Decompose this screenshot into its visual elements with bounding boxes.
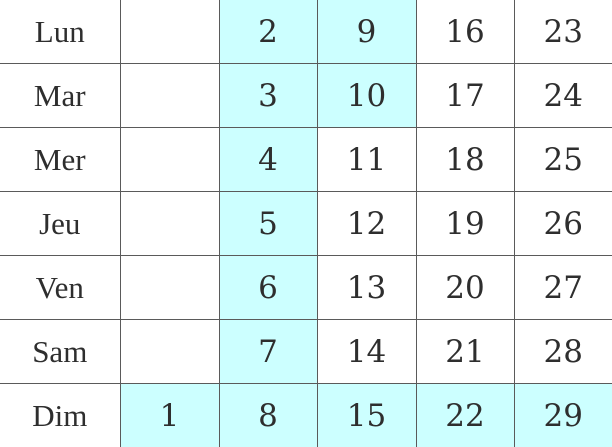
date-cell: 22	[416, 384, 514, 447]
date-cell: 23	[514, 0, 612, 64]
empty-cell	[120, 256, 219, 320]
date-cell: 28	[514, 320, 612, 384]
date-cell: 18	[416, 128, 514, 192]
date-cell: 14	[317, 320, 416, 384]
weekday-label: Jeu	[0, 192, 120, 256]
date-cell: 11	[317, 128, 416, 192]
empty-cell	[120, 192, 219, 256]
date-cell: 19	[416, 192, 514, 256]
date-cell: 17	[416, 64, 514, 128]
weekday-label: Ven	[0, 256, 120, 320]
empty-cell	[120, 0, 219, 64]
date-cell: 7	[219, 320, 317, 384]
date-cell: 2	[219, 0, 317, 64]
date-cell: 27	[514, 256, 612, 320]
date-cell: 9	[317, 0, 416, 64]
weekday-label: Dim	[0, 384, 120, 447]
date-cell: 10	[317, 64, 416, 128]
date-cell: 6	[219, 256, 317, 320]
date-cell: 4	[219, 128, 317, 192]
empty-cell	[120, 64, 219, 128]
date-cell: 20	[416, 256, 514, 320]
date-cell: 5	[219, 192, 317, 256]
date-cell: 25	[514, 128, 612, 192]
date-cell: 15	[317, 384, 416, 447]
date-cell: 1	[120, 384, 219, 447]
weekday-label: Mer	[0, 128, 120, 192]
date-cell: 24	[514, 64, 612, 128]
date-cell: 8	[219, 384, 317, 447]
date-cell: 26	[514, 192, 612, 256]
date-cell: 12	[317, 192, 416, 256]
date-cell: 29	[514, 384, 612, 447]
date-cell: 21	[416, 320, 514, 384]
weekday-label: Mar	[0, 64, 120, 128]
date-cell: 3	[219, 64, 317, 128]
weekday-label: Lun	[0, 0, 120, 64]
weekday-label: Sam	[0, 320, 120, 384]
empty-cell	[120, 128, 219, 192]
date-cell: 16	[416, 0, 514, 64]
empty-cell	[120, 320, 219, 384]
date-cell: 13	[317, 256, 416, 320]
